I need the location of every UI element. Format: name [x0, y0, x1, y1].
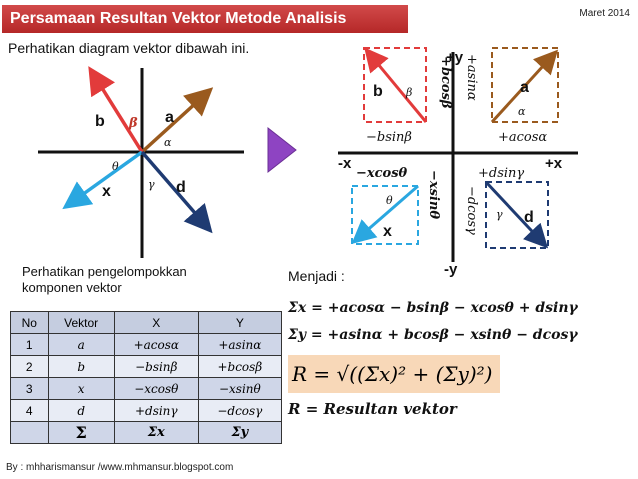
q2-vector-label: b	[373, 83, 383, 100]
header-vektor: Vektor	[47, 311, 115, 334]
q3-angle-label: θ	[386, 194, 393, 207]
plus-x-label: +x	[545, 155, 563, 172]
cell-empty	[10, 421, 49, 444]
cell-no: 3	[10, 377, 49, 400]
equation-definition: R = Resultan vektor	[288, 400, 457, 418]
equation-sum-y: Σy = +asinα + bcosβ − xsinθ − dcosγ	[288, 327, 578, 343]
q3-vector-label: x	[383, 223, 392, 240]
q2-vert-component: +bcosβ	[438, 56, 453, 109]
vector-x-label: x	[102, 183, 111, 200]
vector-d-arrow	[140, 150, 213, 234]
table-sum-row: Σ Σx Σy	[10, 421, 283, 444]
result-label: Menjadi :	[288, 268, 345, 284]
cell-vektor: d	[47, 399, 115, 422]
q4-component-box	[485, 181, 549, 249]
header-x: X	[113, 311, 199, 334]
date-label: Maret 2014	[579, 8, 630, 19]
cell-no: 2	[10, 355, 49, 378]
angle-alpha-label: α	[164, 136, 172, 149]
cell-vektor: b	[47, 355, 115, 378]
q2-angle-label: β	[405, 86, 412, 99]
cell-no: 1	[10, 333, 49, 356]
q1-horiz-component: +acosα	[498, 130, 547, 145]
q1-vector-arrow	[490, 49, 559, 124]
q4-horiz-component: +dsinγ	[478, 166, 524, 181]
cell-x: +acosα	[113, 333, 199, 356]
vector-a-arrow	[140, 87, 214, 154]
cell-y: −xsinθ	[197, 377, 283, 400]
grouping-note: Perhatikan pengelompokkan komponen vekto…	[22, 264, 187, 295]
transition-arrow-icon	[267, 126, 297, 174]
minus-y-label: -y	[444, 261, 458, 278]
q2-horiz-component: −bsinβ	[366, 130, 412, 145]
q4-vert-component: −dcosγ	[464, 186, 479, 235]
q3-horiz-component: −xcosθ	[356, 166, 408, 181]
angle-gamma-label: γ	[148, 178, 155, 191]
q3-component-box	[351, 185, 419, 245]
cell-vektor: x	[47, 377, 115, 400]
cell-y: −dcosγ	[197, 399, 283, 422]
cell-y: +asinα	[197, 333, 283, 356]
q1-vector-label: a	[520, 79, 529, 96]
vector-x-arrow	[62, 150, 144, 210]
angle-beta-label: β	[128, 116, 138, 131]
cell-sum-y: Σy	[197, 421, 283, 444]
left-vector-diagram: b a x d β α θ γ	[38, 66, 244, 258]
table-row: 2 b −bsinβ +bcosβ	[10, 355, 283, 378]
right-vector-diagram: +y -y +x -x b β −bsinβ +bcosβ a α +acosα…	[338, 47, 578, 278]
q2-vector-arrow	[364, 47, 428, 123]
vector-b-label: b	[95, 113, 105, 130]
slide-title: Persamaan Resultan Vektor Metode Analisi…	[2, 5, 408, 33]
q3-vector-arrow	[351, 184, 419, 244]
q4-angle-label: γ	[496, 208, 503, 221]
plus-y-label: +y	[446, 49, 464, 66]
component-table: No Vektor X Y 1 a +acosα +asinα 2 b −bsi…	[10, 311, 283, 444]
minus-x-label: -x	[338, 155, 352, 172]
q4-vector-arrow	[484, 180, 549, 249]
cell-no: 4	[10, 399, 49, 422]
angle-theta-label: θ	[112, 160, 119, 173]
q2-component-box	[363, 47, 427, 123]
vector-b-arrow	[88, 66, 144, 153]
equation-sum-x: Σx = +acosα − bsinβ − xcosθ + dsinγ	[288, 300, 578, 316]
cell-x: +dsinγ	[113, 399, 199, 422]
table-header-row: No Vektor X Y	[10, 311, 283, 334]
cell-x: −bsinβ	[113, 355, 199, 378]
vector-a-label: a	[165, 109, 174, 126]
instruction-text: Perhatikan diagram vektor dibawah ini.	[8, 40, 250, 56]
cell-vektor: a	[47, 333, 115, 356]
table-row: 1 a +acosα +asinα	[10, 333, 283, 356]
q1-vert-component: +asinα	[464, 54, 479, 101]
header-no: No	[10, 311, 49, 334]
cell-sum-x: Σx	[113, 421, 199, 444]
q3-vert-component: −xsinθ	[426, 170, 441, 219]
cell-x: −xcosθ	[113, 377, 199, 400]
vector-d-label: d	[176, 179, 186, 196]
q4-vector-label: d	[524, 209, 534, 226]
cell-y: +bcosβ	[197, 355, 283, 378]
footer-credit: By : mhharismansur /www.mhmansur.blogspo…	[6, 462, 234, 473]
q1-angle-label: α	[518, 105, 526, 118]
table-row: 3 x −xcosθ −xsinθ	[10, 377, 283, 400]
header-y: Y	[197, 311, 283, 334]
q1-component-box	[491, 47, 559, 123]
sigma-symbol: Σ	[47, 421, 115, 444]
equation-resultant: R = √((Σx)² + (Σy)²)	[288, 355, 500, 393]
table-row: 4 d +dsinγ −dcosγ	[10, 399, 283, 422]
